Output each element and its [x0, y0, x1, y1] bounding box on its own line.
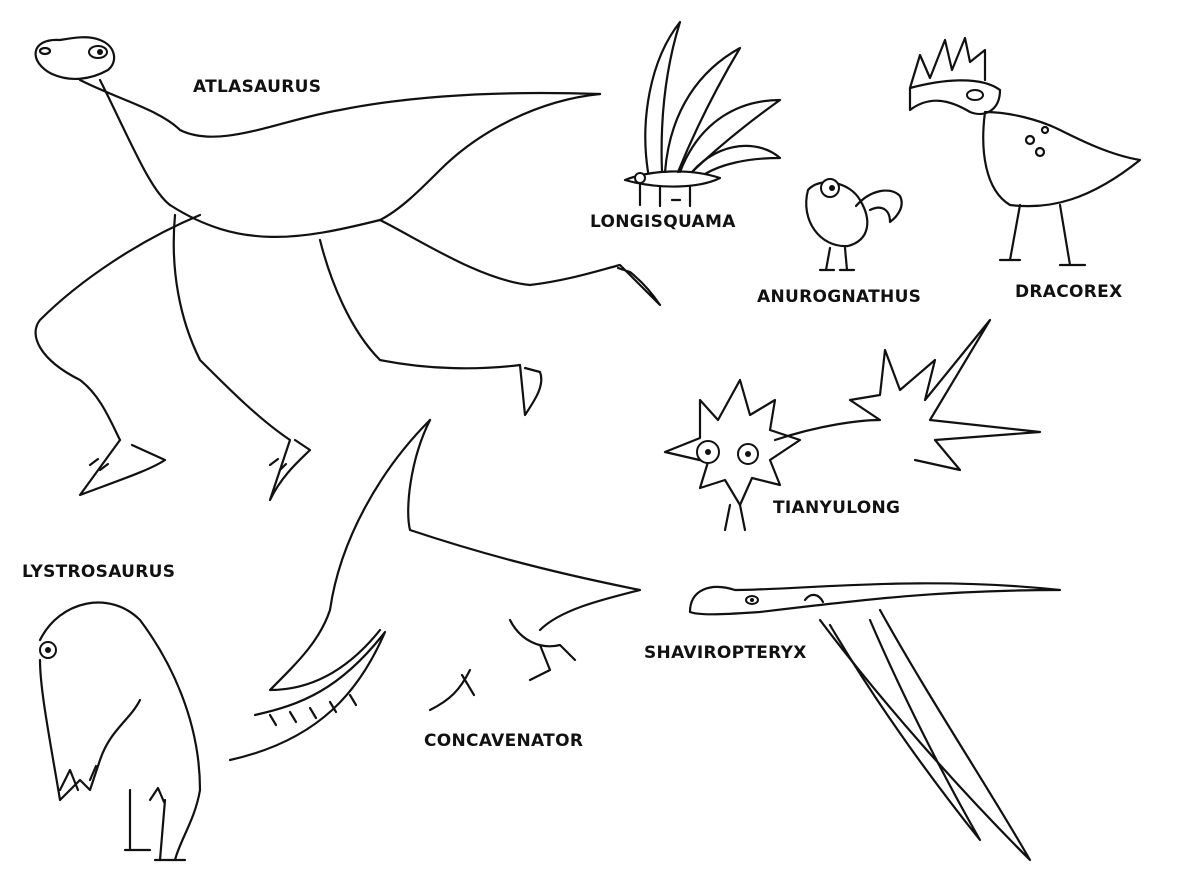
tianyulong-figure	[663, 318, 1042, 532]
longisquama-figure	[623, 20, 782, 208]
label-concavenator: CONCAVENATOR	[424, 731, 584, 751]
label-lystrosaurus: LYSTROSAURUS	[22, 562, 176, 582]
atlasaurus-figure	[34, 36, 662, 502]
shaviropteryx-figure	[688, 582, 1062, 862]
label-atlasaurus: ATLASAURUS	[193, 77, 322, 97]
label-shaviropteryx: SHAVIROPTERYX	[644, 643, 807, 663]
dracorex-figure	[908, 36, 1142, 267]
concavenator-figure	[228, 418, 642, 762]
lystrosaurus-figure	[38, 601, 202, 862]
label-dracorex: DRACOREX	[1015, 282, 1123, 302]
label-longisquama: LONGISQUAMA	[590, 212, 736, 232]
label-tianyulong: TIANYULONG	[773, 498, 901, 518]
label-anurognathus: ANUROGNATHUS	[757, 287, 922, 307]
anurognathus-figure	[805, 178, 903, 272]
